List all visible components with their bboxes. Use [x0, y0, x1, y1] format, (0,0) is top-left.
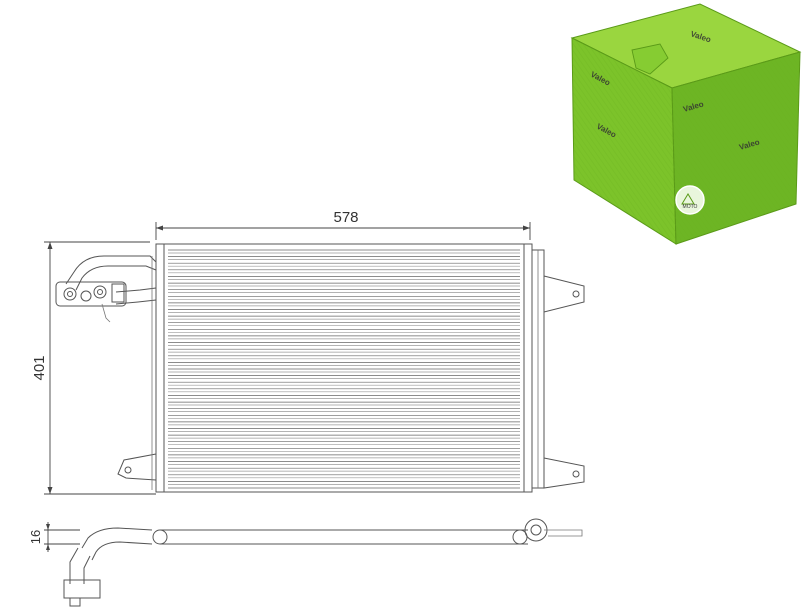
lower-right-bracket — [543, 457, 585, 489]
side-view-mount-left — [152, 529, 168, 545]
height-dimension-label: 401 — [31, 355, 48, 380]
thickness-dimension: 16 — [28, 522, 80, 552]
pipe-fitting-2 — [80, 290, 92, 302]
left-pipes — [55, 255, 157, 323]
box-flap — [631, 43, 669, 75]
right-header-tank — [523, 243, 533, 493]
pipe-fitting-1 — [63, 287, 77, 301]
condenser-front-view — [55, 243, 585, 493]
height-dimension: 401 — [31, 241, 156, 495]
packaging-box: Valeo Valeo Valeo Valeo Valeo MOTO — [570, 3, 802, 245]
thickness-dimension-label: 16 — [28, 530, 43, 544]
box-badge: MOTO — [675, 185, 705, 215]
lower-left-bracket — [117, 453, 157, 481]
width-dimension: 578 — [155, 209, 531, 240]
box-badge-text: MOTO — [683, 204, 698, 210]
width-dimension-label: 578 — [333, 209, 358, 226]
condenser-tubes — [168, 249, 520, 489]
condenser-side-view — [63, 518, 583, 607]
left-header-tank — [155, 243, 165, 493]
upper-right-bracket — [543, 275, 585, 313]
pipe-fitting-3 — [93, 285, 107, 299]
